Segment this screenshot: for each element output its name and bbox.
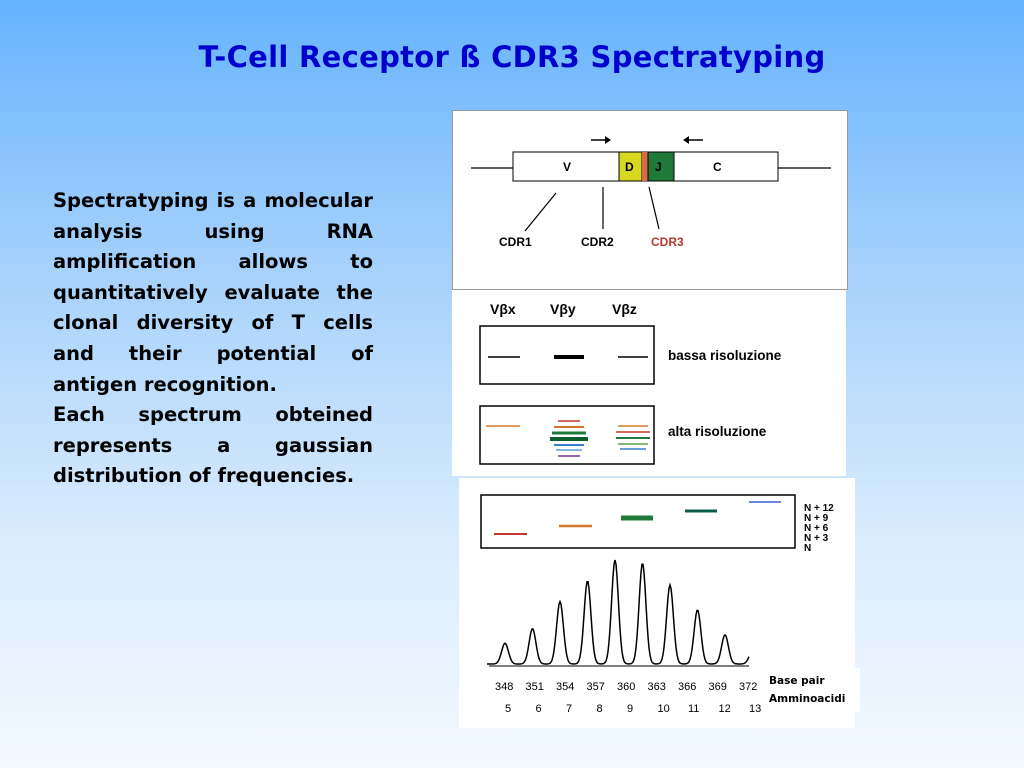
size-ladder-gel	[480, 494, 796, 549]
segment-j-label: J	[655, 160, 662, 174]
spectrum-curve	[487, 559, 750, 665]
legend-amino-acids: Amminoacidi	[769, 693, 846, 705]
amino-acid-tick: 7	[566, 703, 572, 715]
family-y-label: Vβy	[550, 301, 576, 317]
resolution-comparison: Vβx Vβy Vβz bassa risoluzione alta risol…	[452, 290, 846, 476]
base-pair-axis: 348 351 354 357 360 363 366 369 372	[495, 681, 757, 693]
resolution-svg: Vβx Vβy Vβz bassa risoluzione alta risol…	[479, 301, 782, 465]
base-pair-tick: 369	[709, 681, 727, 693]
axis-legend: Base pair Amminoacidi	[764, 668, 860, 712]
description-paragraph-1: Spectratyping is a molecular analysis us…	[53, 189, 373, 396]
description-text: Spectratyping is a molecular analysis us…	[53, 186, 373, 492]
amino-acid-tick: 8	[597, 703, 603, 715]
legend-base-pair: Base pair	[769, 675, 825, 687]
size-label-n6: N + 6	[804, 523, 829, 534]
base-pair-tick: 360	[617, 681, 635, 693]
cdr1-label: CDR1	[499, 235, 532, 249]
size-label-n3: N + 3	[804, 533, 829, 544]
forward-primer-arrow	[591, 136, 611, 144]
j-segment	[647, 151, 675, 182]
amino-acid-axis: 5 6 7 8 9 10 11 12 13	[505, 703, 761, 715]
segment-c-label: C	[713, 160, 722, 174]
amino-acid-tick: 10	[658, 703, 670, 715]
segment-d-label: D	[625, 160, 634, 174]
base-pair-tick: 354	[556, 681, 574, 693]
base-pair-tick: 357	[587, 681, 605, 693]
gene-diagram-svg: V D J C CDR1 CDR2 CDR3	[471, 136, 831, 249]
amino-acid-tick: 9	[627, 703, 633, 715]
base-pair-tick: 372	[739, 681, 757, 693]
cdr3-junction	[642, 152, 648, 181]
reverse-primer-arrow	[683, 136, 703, 144]
high-resolution-label: alta risoluzione	[668, 424, 767, 439]
base-pair-tick: 363	[648, 681, 666, 693]
amino-acid-tick: 13	[749, 703, 761, 715]
slide-title: T-Cell Receptor ß CDR3 Spectratyping	[198, 40, 826, 74]
amino-acid-tick: 12	[719, 703, 731, 715]
size-label-n12: N + 12	[804, 503, 834, 514]
cdr3-label: CDR3	[651, 235, 684, 249]
family-x-label: Vβx	[490, 301, 516, 317]
cdr2-label: CDR2	[581, 235, 614, 249]
description-paragraph-2: Each spectrum obteined represents a gaus…	[53, 403, 373, 488]
amino-acid-tick: 6	[536, 703, 542, 715]
size-label-n: N	[804, 543, 811, 554]
size-label-n9: N + 9	[804, 513, 829, 524]
low-resolution-label: bassa risoluzione	[668, 348, 782, 363]
base-pair-tick: 366	[678, 681, 696, 693]
amino-acid-tick: 5	[505, 703, 511, 715]
size-labels: N + 12 N + 9 N + 6 N + 3 N	[804, 503, 834, 554]
base-pair-tick: 351	[526, 681, 544, 693]
high-resolution-gel	[479, 405, 655, 465]
amino-acid-tick: 11	[688, 703, 699, 715]
base-pair-tick: 348	[495, 681, 513, 693]
family-z-label: Vβz	[612, 301, 637, 317]
low-resolution-gel	[479, 325, 655, 385]
tcr-gene-diagram: V D J C CDR1 CDR2 CDR3	[452, 110, 848, 290]
segment-v-label: V	[563, 160, 571, 174]
